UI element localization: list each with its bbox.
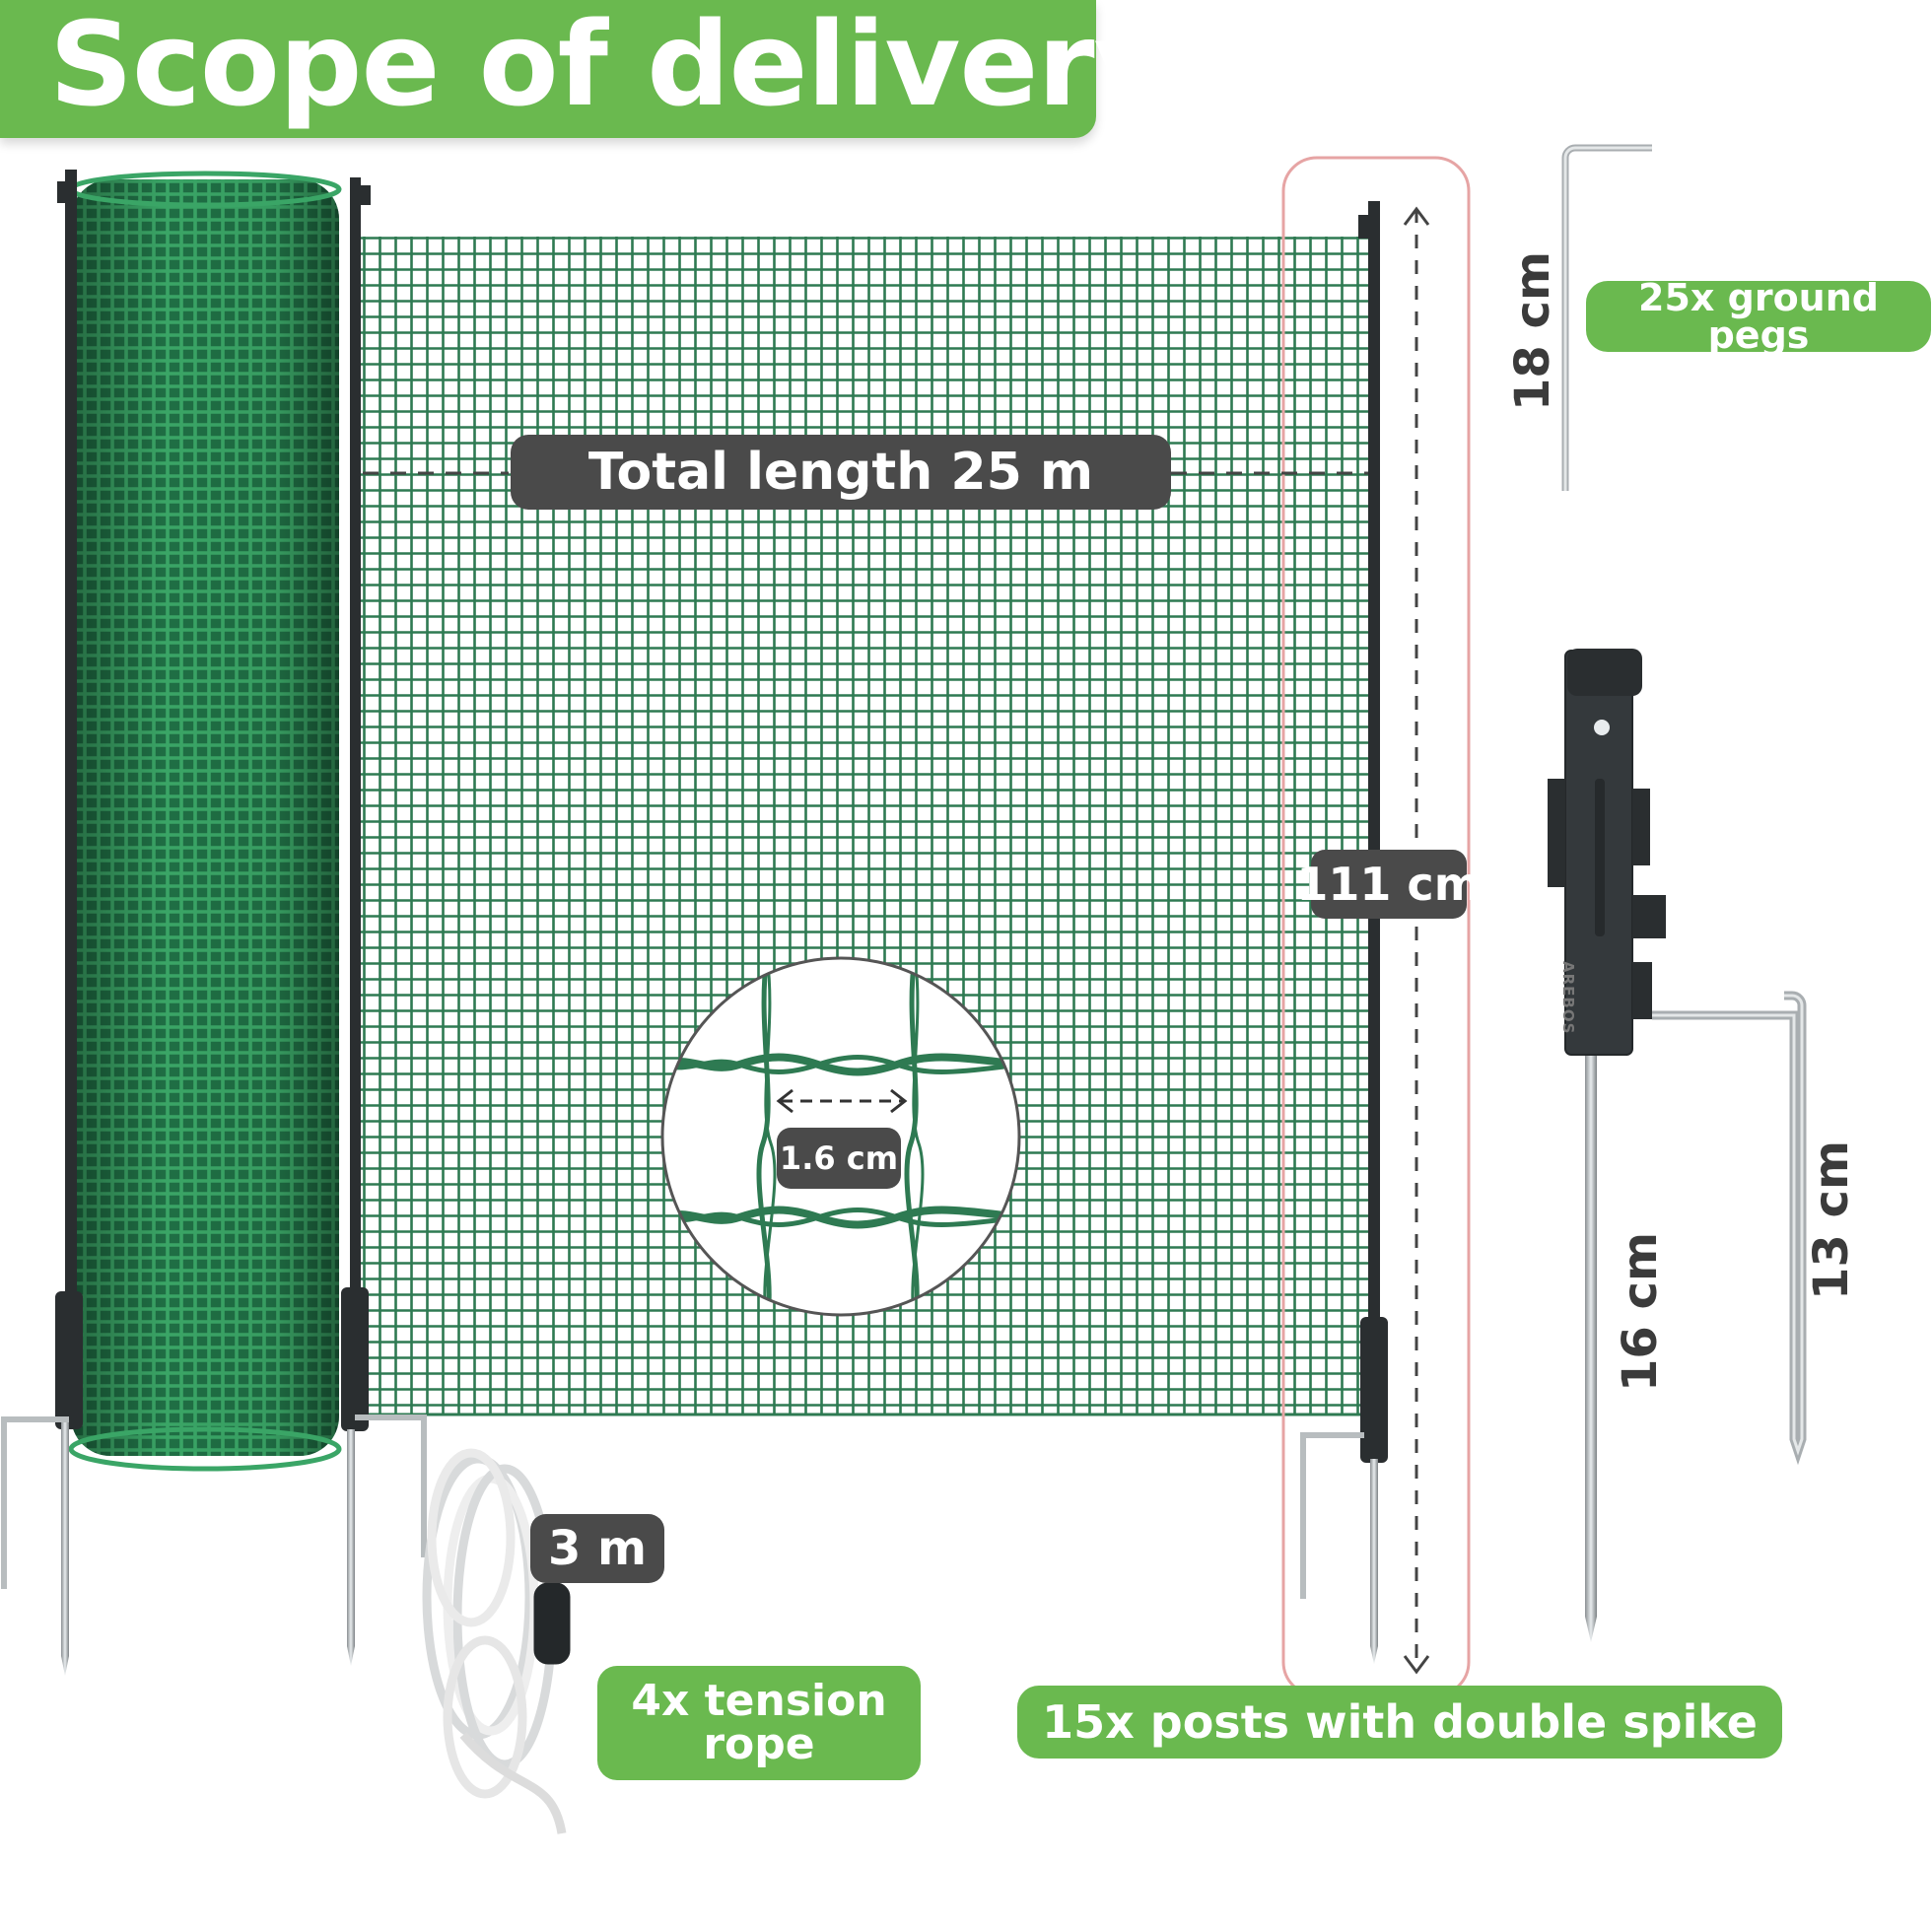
title-banner — [0, 0, 1096, 138]
post-left-2 — [341, 177, 427, 1666]
total-length-label: Total length 25 m — [511, 435, 1171, 510]
page-title: Scope of delivery — [49, 0, 1170, 132]
post-single — [1300, 201, 1388, 1664]
post-detail — [1548, 649, 1807, 1642]
ground-pegs-label: 25x ground pegs — [1586, 279, 1931, 354]
mesh-size-label: 1.6 cm — [777, 1128, 901, 1189]
tension-rope-bundle — [422, 1448, 571, 1834]
post-brand-logo: AREBOS — [1559, 961, 1577, 1035]
rope-length-label: 3 m — [530, 1514, 664, 1583]
tension-rope-label: 4x tension rope — [597, 1666, 921, 1780]
net-roll — [68, 171, 342, 1472]
peg-height-label: 18 cm — [1505, 251, 1560, 411]
posts-label: 15x posts with double spike — [1017, 1686, 1782, 1759]
spike-short-label: 13 cm — [1804, 1140, 1859, 1300]
height-label: 111 cm — [1296, 850, 1482, 919]
ground-peg — [1561, 144, 1652, 491]
post-left-1 — [1, 170, 83, 1676]
spike-long-label: 16 cm — [1613, 1232, 1668, 1392]
height-dimension-line — [1403, 206, 1430, 1675]
